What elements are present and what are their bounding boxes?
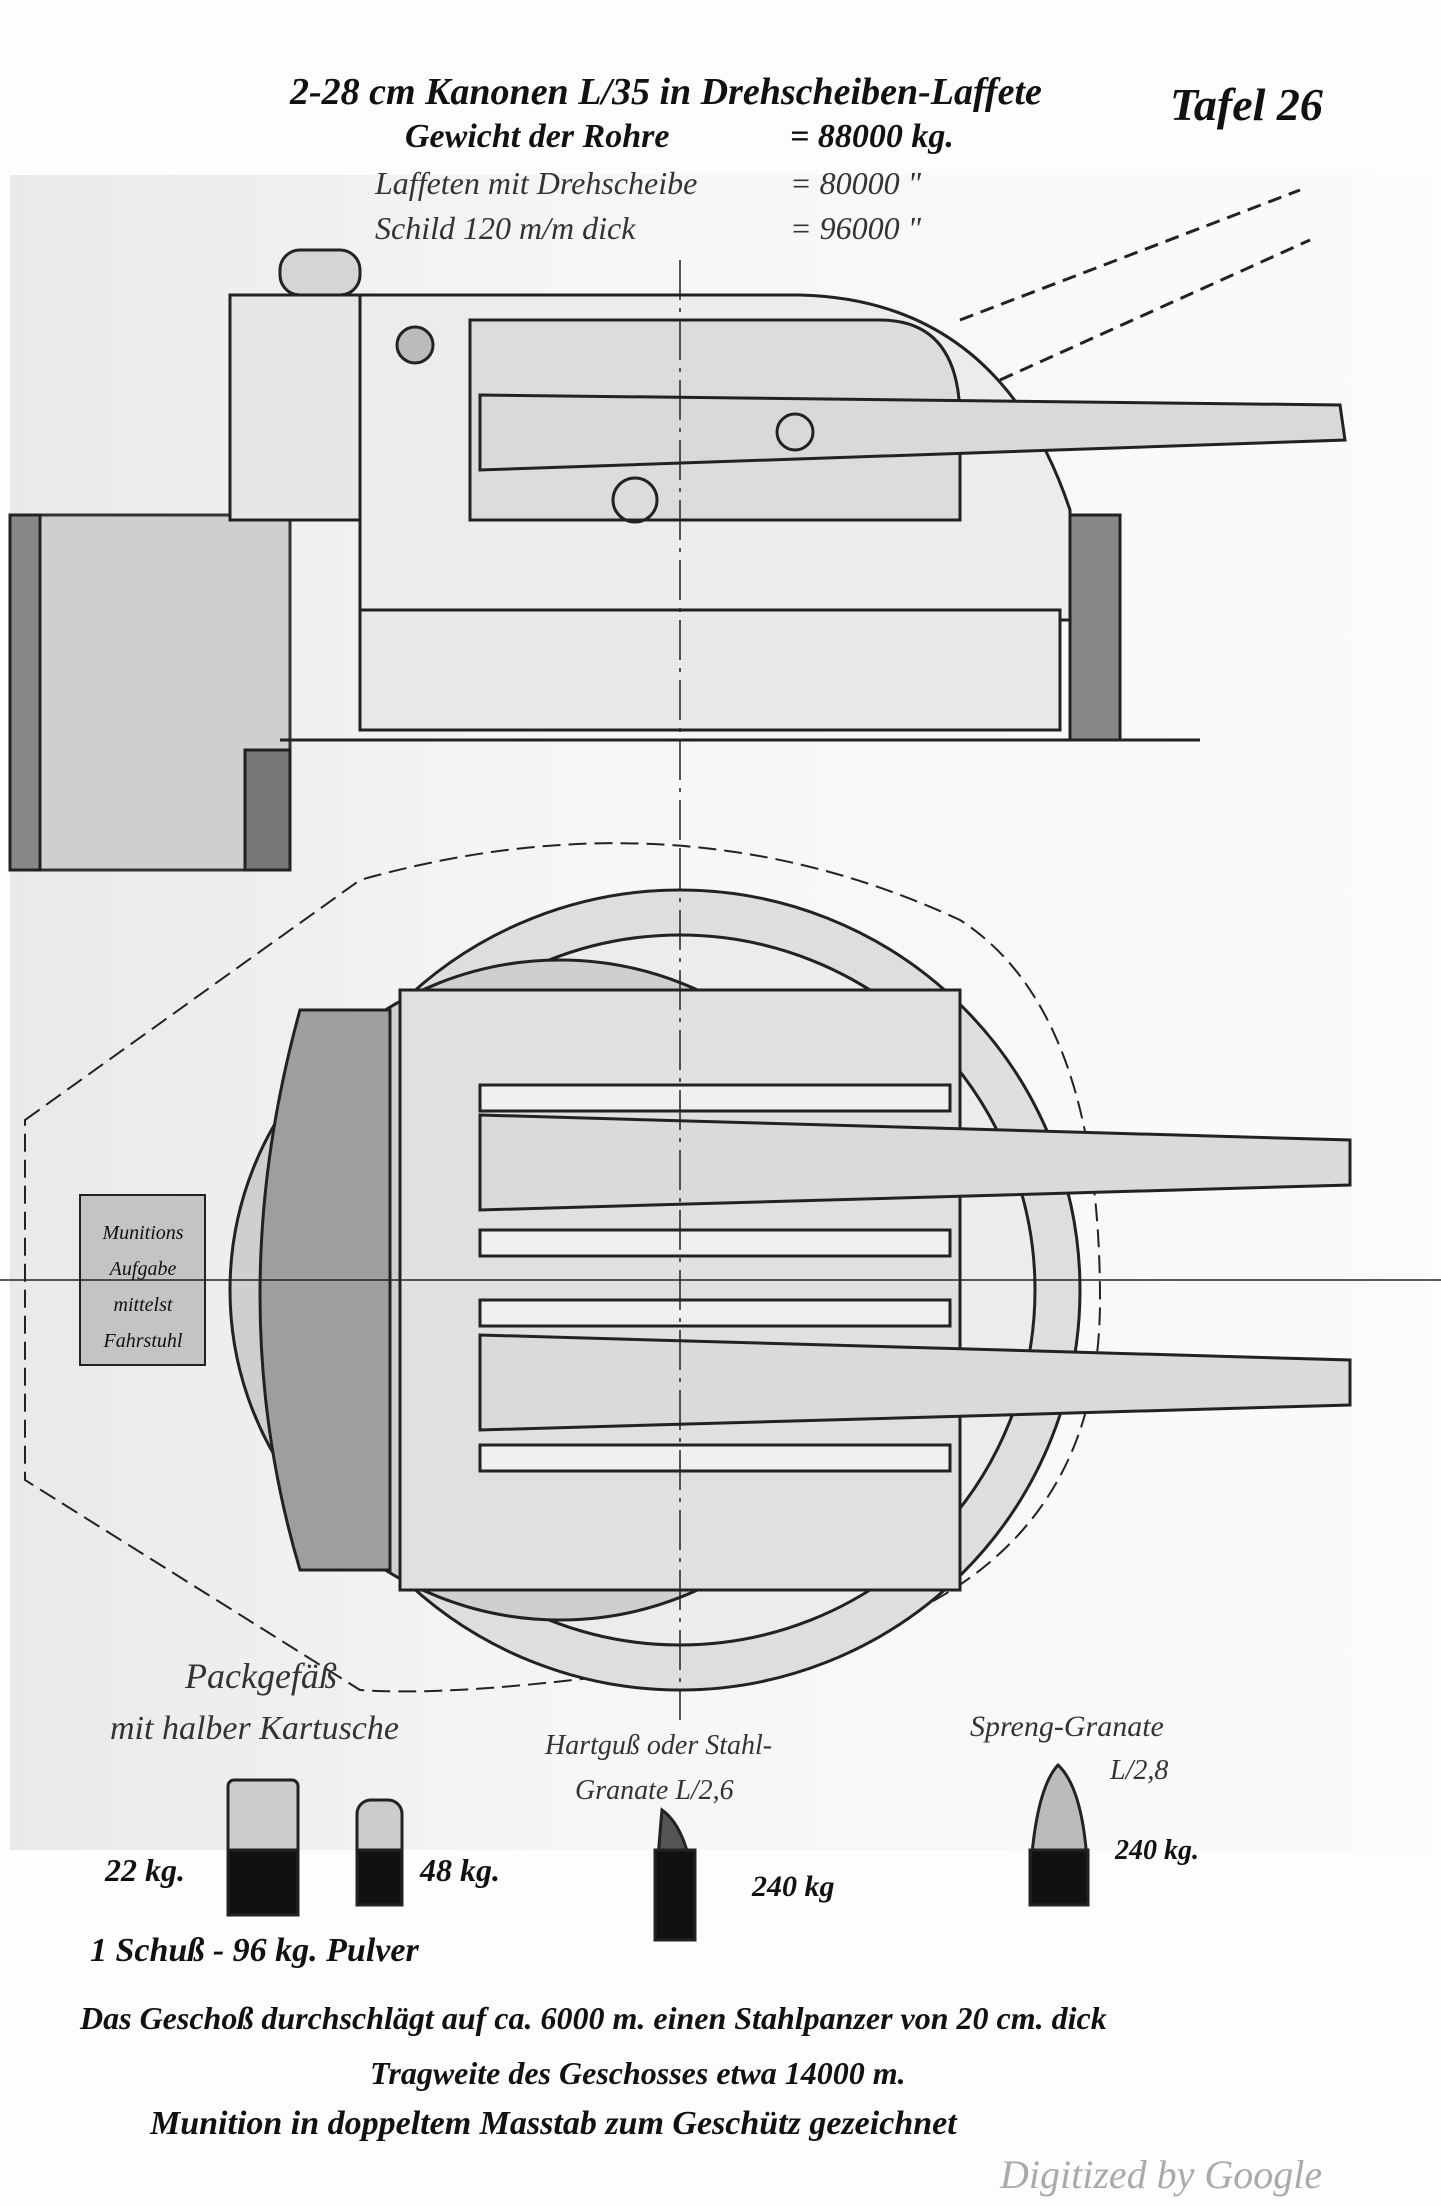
box-line: Fahrstuhl: [103, 1330, 183, 1352]
glacis-wall: [1068, 513, 1122, 742]
hartguss-subtitle: Granate L/2,6: [575, 1775, 734, 1806]
weight-hartguss: 240 kg: [752, 1870, 835, 1903]
hartguss-shell-shadow: [653, 1848, 697, 1942]
weight-label-shield: Schild 120 m/m dick: [375, 210, 636, 246]
hartguss-title: Hartguß oder Stahl-: [545, 1730, 773, 1761]
ammunition-pit: [8, 513, 292, 872]
shot-powder-line: 1 Schuß - 96 kg. Pulver: [90, 1932, 419, 1969]
recoil-cylinder: [478, 1443, 952, 1473]
packgefaess-title: Packgefäß: [185, 1656, 337, 1696]
spreng-subtitle: L/2,8: [1110, 1755, 1169, 1786]
weight-cartridge: 22 kg.: [105, 1852, 185, 1888]
spreng-title: Spreng-Granate: [970, 1710, 1164, 1743]
turntable-base: [358, 608, 1062, 732]
handwheel: [775, 412, 815, 452]
gun-barrel: [478, 393, 1347, 472]
weight-value-shield: = 96000 ": [790, 210, 922, 246]
side-elevation: [8, 188, 1347, 872]
footer-line-range: Tragweite des Geschosses etwa 14000 m.: [370, 2055, 906, 2091]
weight-spreng: 240 kg.: [1115, 1835, 1199, 1866]
ammunition-lift-label: Munitions Aufgabe mittelst Fahrstuhl: [82, 1215, 204, 1359]
packgefaess-subtitle: mit halber Kartusche: [110, 1710, 399, 1747]
box-line: Munitions: [102, 1222, 184, 1244]
recoil-cylinder: [478, 1298, 952, 1328]
ammunition-drawings: [226, 1762, 1090, 1942]
elevated-barrel-outline: [959, 188, 1301, 322]
box-line: mittelst: [113, 1294, 173, 1316]
plate-title: 2-28 cm Kanonen L/35 in Drehscheiben-Laf…: [290, 71, 1042, 113]
weight-label-carriage: Laffeten mit Drehscheibe: [375, 165, 698, 201]
spreng-shell-shadow: [1028, 1848, 1090, 1907]
google-watermark: Digitized by Google: [1000, 2152, 1323, 2197]
cartridge-container-shadow: [226, 1848, 300, 1917]
box-line: Aufgabe: [109, 1258, 177, 1280]
weight-charge: 48 kg.: [420, 1852, 500, 1888]
pit-wall: [8, 513, 42, 872]
pit-wall: [243, 748, 292, 872]
recoil-cylinder: [478, 1083, 952, 1113]
gun-barrel-upper: [478, 1113, 1352, 1212]
plan-view: [0, 842, 1441, 1720]
shell-hoist-wheel: [395, 325, 435, 365]
footer-line-scale: Munition in doppeltem Masstab zum Geschü…: [150, 2105, 957, 2142]
powder-charge-shadow: [355, 1848, 404, 1907]
recoil-cylinder: [478, 1228, 952, 1258]
weight-value-carriage: = 80000 ": [790, 165, 922, 201]
weight-value-barrels: = 88000 kg.: [790, 118, 954, 155]
loading-cabin: [228, 293, 362, 522]
footer-line-penetration: Das Geschoß durchschlägt auf ca. 6000 m.…: [80, 2000, 1107, 2036]
elevated-barrel-outline: [999, 238, 1311, 382]
plate-number: Tafel 26: [1170, 79, 1323, 130]
handwheel: [611, 476, 659, 524]
rear-armor: [258, 1008, 392, 1572]
commander-hatch: [278, 248, 362, 297]
weight-label-barrels: Gewicht der Rohre: [405, 118, 670, 155]
gun-barrel-lower: [478, 1333, 1352, 1432]
